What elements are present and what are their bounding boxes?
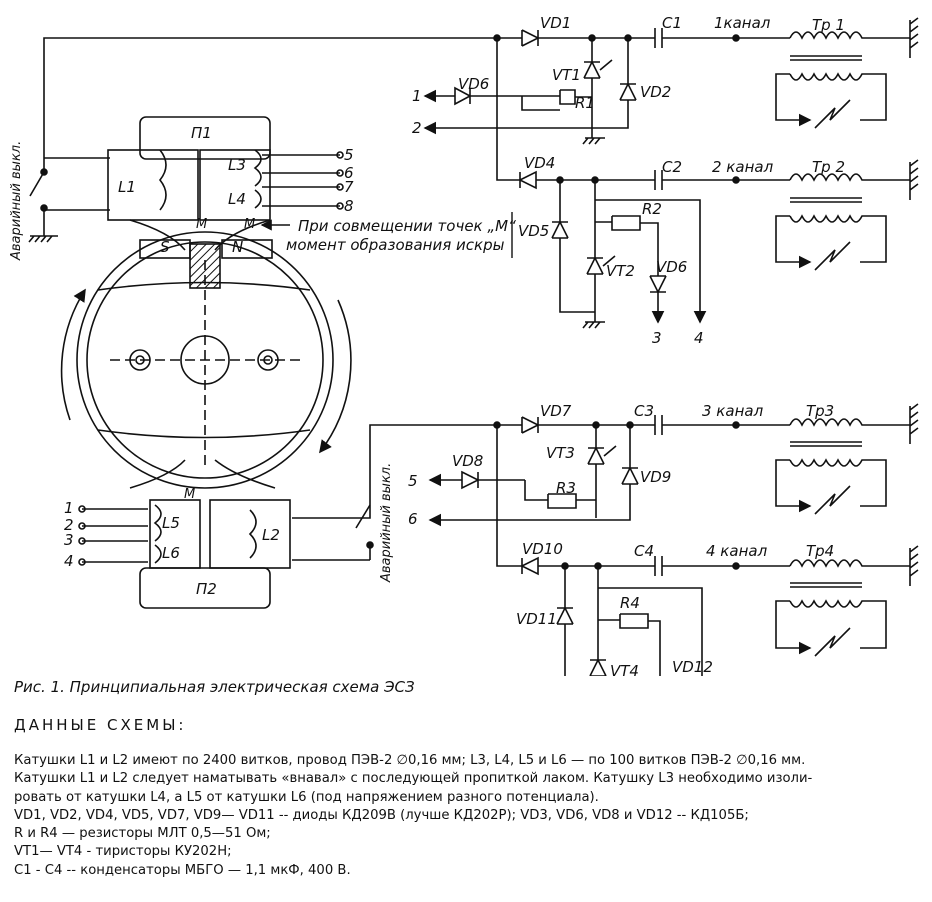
channel-4-label: 4 канал: [706, 542, 768, 560]
emergency-switch-label-2: Аварийный выкл.: [379, 463, 394, 583]
r4-label: R4: [620, 594, 640, 612]
l4-label: L4: [228, 190, 246, 208]
m-mark-2: M: [244, 217, 255, 232]
m-mark-1: M: [196, 217, 207, 232]
terminal-5-top: 5: [344, 146, 354, 164]
note-line: C1 - C4 -- конденсаторы МБГО — 1,1 мкФ, …: [14, 862, 351, 878]
r3-label: R3: [556, 479, 576, 497]
vd1-label: VD1: [540, 14, 571, 32]
note-line: VT1— VT4 - тиристоры КУ202Н;: [14, 844, 232, 860]
c3-label: C3: [634, 402, 654, 420]
terminal-1-bottom: 1: [64, 499, 74, 517]
notes-block: Катушки L1 и L2 имеют по 2400 витков, пр…: [14, 752, 924, 880]
emergency-switch-1: [29, 171, 45, 230]
terminal-5: 5: [408, 472, 418, 490]
figure-caption: Рис. 1. Принципиальная электрическая схе…: [14, 678, 415, 696]
terminal-2: 2: [412, 119, 422, 137]
vd8-label: VD8: [452, 452, 483, 470]
vd6b-label: VD6: [656, 258, 687, 276]
terminal-6-top: 6: [344, 164, 354, 182]
terminal-8-top: 8: [344, 197, 354, 215]
note-line: ровать от катушки L4, а L5 от катушки L6…: [14, 789, 599, 805]
c1-label: C1: [662, 14, 682, 32]
channel-1-label: 1канал: [714, 14, 771, 32]
vd6a-label: VD6: [458, 75, 489, 93]
s-pole-label: S: [160, 238, 170, 256]
terminal-3-bottom: 3: [64, 531, 74, 549]
note-line: R и R4 — резисторы МЛТ 0,5—51 Ом;: [14, 826, 271, 842]
terminal-2-bottom: 2: [64, 516, 74, 534]
terminal-3: 3: [652, 329, 662, 347]
terminal-4: 4: [694, 329, 704, 347]
data-heading: ДАННЫЕ СХЕМЫ:: [14, 716, 187, 734]
terminal-7-top: 7: [344, 178, 354, 196]
l2-label: L2: [262, 526, 280, 544]
vd11-label: VD11: [516, 610, 557, 628]
vt2-label: VT2: [606, 262, 635, 280]
vd7-label: VD7: [540, 402, 572, 420]
channel-2-label: 2 канал: [712, 158, 774, 176]
l6-label: L6: [162, 544, 180, 562]
tr3-label: Tр3: [806, 402, 834, 420]
l3-label: L3: [228, 156, 246, 174]
terminal-1: 1: [412, 87, 422, 105]
terminal-4-bottom: 4: [64, 552, 74, 570]
note-line-1: При совмещении точек „M“: [298, 217, 516, 235]
l5-label: L5: [162, 514, 180, 532]
vd2-label: VD2: [640, 83, 671, 101]
note-line-2: момент образования искры: [286, 236, 505, 254]
l1-label: L1: [118, 178, 136, 196]
note-line: VD1, VD2, VD4, VD5, VD7, VD9— VD11 -- ди…: [14, 807, 749, 823]
vd12-label: VD12: [672, 658, 713, 676]
tr4-label: Tр4: [806, 542, 834, 560]
emergency-switch-label-1: Аварийный выкл.: [9, 141, 24, 261]
vt4-label: VT4: [610, 662, 639, 676]
n-pole-label: N: [232, 238, 243, 256]
p1-label: П1: [191, 124, 212, 142]
vt3-label: VT3: [546, 444, 575, 462]
emergency-switch-2: [355, 504, 371, 560]
wire-top-left: [43, 37, 497, 172]
pole-piece-p2: [139, 567, 271, 609]
pole-piece-p1: [139, 116, 271, 160]
vd4-label: VD4: [524, 154, 555, 172]
vd10-label: VD10: [522, 540, 563, 558]
p2-label: П2: [196, 580, 217, 598]
c2-label: C2: [662, 158, 682, 176]
r1-label: R1: [575, 94, 595, 112]
vd9-label: VD9: [640, 468, 671, 486]
terminal-6: 6: [408, 510, 418, 528]
r2-label: R2: [642, 200, 662, 218]
note-line: Катушки L1 и L2 следует наматывать «внав…: [14, 771, 813, 787]
rotor-outer: [76, 231, 334, 489]
tr2-label: Tр 2: [812, 158, 845, 176]
c4-label: C4: [634, 542, 654, 560]
m-mark-3: M: [184, 487, 195, 502]
vt1-label: VT1: [552, 66, 581, 84]
note-line: Катушки L1 и L2 имеют по 2400 витков, пр…: [14, 753, 806, 768]
vd5-label: VD5: [518, 222, 549, 240]
tr1-label: Tр 1: [812, 16, 845, 34]
ignition-schematic: VD1 VT1 R1 VD2 VD6 C1 1канал Tр 1 1 2 VD…: [9, 14, 919, 676]
channel-3-label: 3 канал: [702, 402, 764, 420]
